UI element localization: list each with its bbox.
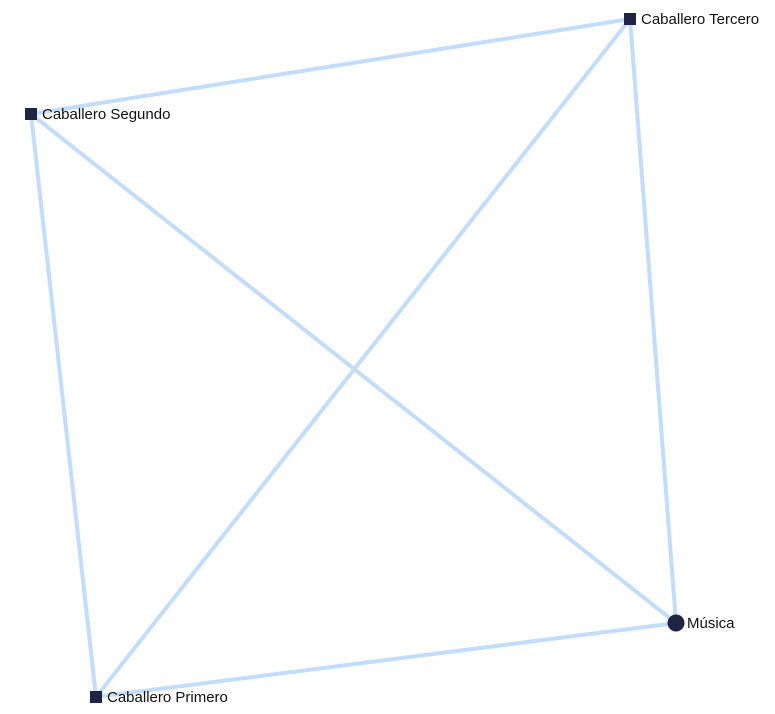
node-tercero[interactable]: Caballero Tercero — [624, 11, 759, 28]
node-musica-marker — [667, 614, 685, 632]
edges-layer — [29, 17, 678, 699]
node-tercero-label: Caballero Tercero — [641, 11, 759, 28]
edge-segundo-musica — [29, 112, 678, 625]
node-musica[interactable]: Música — [667, 614, 736, 633]
edge-segundo-primero — [29, 112, 98, 699]
edge-segundo-tercero — [29, 17, 632, 116]
node-tercero-marker — [624, 13, 636, 25]
edge-tercero-musica — [628, 17, 678, 625]
edge-primero-musica — [94, 621, 678, 699]
node-segundo-marker — [25, 108, 37, 120]
node-segundo[interactable]: Caballero Segundo — [25, 106, 170, 123]
node-primero-label: Caballero Primero — [107, 689, 228, 706]
node-musica-label: Música — [687, 615, 735, 632]
node-primero[interactable]: Caballero Primero — [90, 689, 228, 706]
node-segundo-label: Caballero Segundo — [42, 106, 170, 123]
node-primero-marker — [90, 691, 102, 703]
nodes-layer: Caballero Tercero Caballero Segundo Músi… — [25, 11, 759, 706]
edge-tercero-primero — [94, 17, 632, 699]
